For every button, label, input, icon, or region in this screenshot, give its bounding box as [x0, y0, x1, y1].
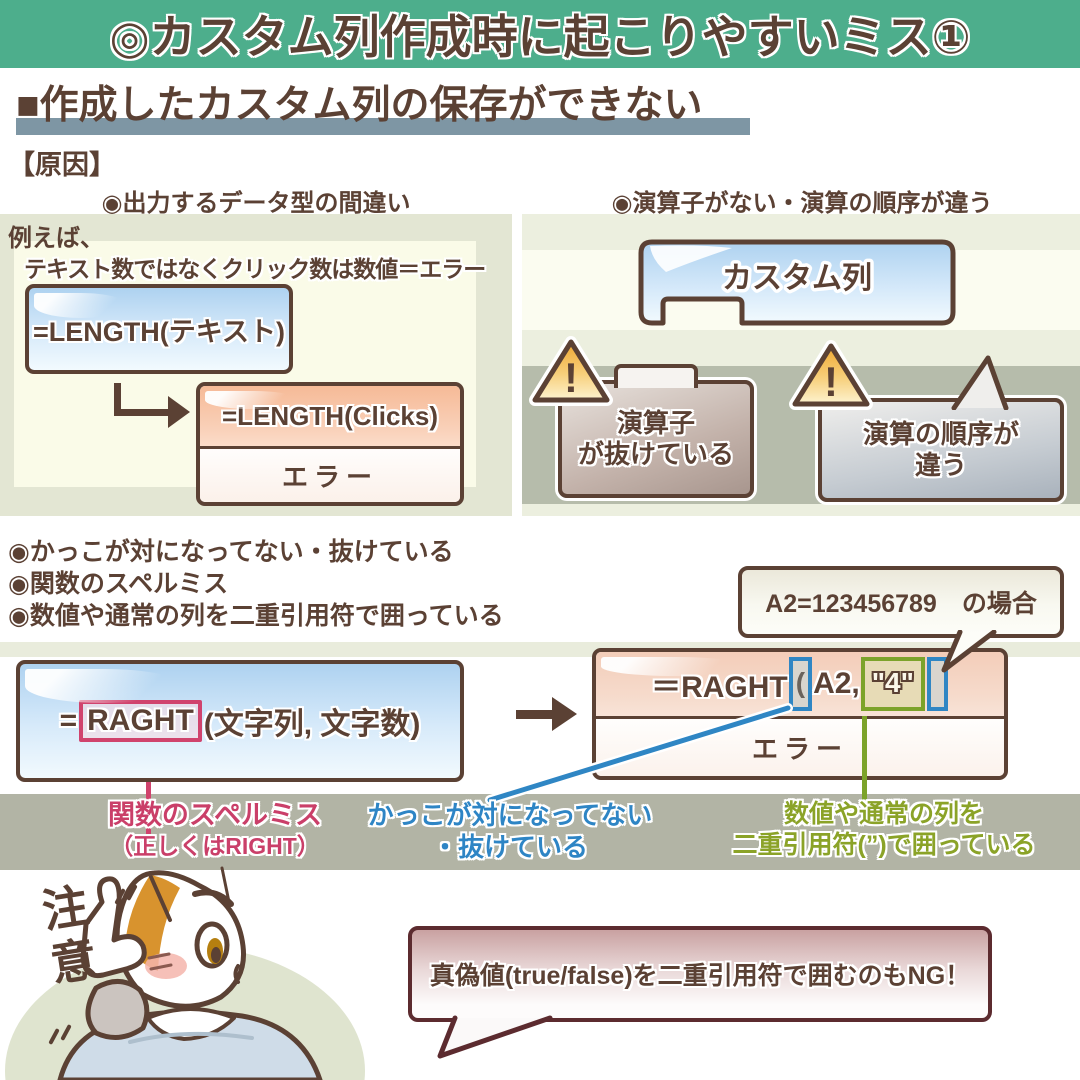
formula-args: (文字列, 文字数)	[203, 708, 421, 741]
label-paren: かっこが対になってない ・抜けている	[348, 799, 672, 863]
case-note-bubble: A2=123456789 の場合	[738, 566, 1064, 638]
footer-note-text: 真偽値(true/false)を二重引用符で囲むのもNG！	[429, 962, 971, 990]
bubble-order-line1: 演算の順序が	[862, 419, 1019, 449]
bubble-order-tail	[951, 355, 1009, 410]
formula-box-length: =LENGTH(テキスト)	[25, 284, 293, 374]
label-quotes: 数値や通常の列を 二重引用符(”)で囲っている	[688, 799, 1080, 861]
label-band	[0, 794, 1080, 870]
heading-underline	[16, 118, 750, 135]
custom-column-label: カスタム列	[722, 262, 872, 295]
mascot-illustration	[5, 866, 365, 1080]
error-label-section: エラー	[200, 449, 460, 502]
label-paren-line1: かっこが対になってない	[367, 800, 653, 830]
elbow-arrow-head	[168, 396, 190, 428]
bubble-missing-line1: 演算子	[616, 408, 695, 438]
exclamation-glyph: !	[564, 354, 578, 401]
box-shine	[650, 245, 732, 272]
arrow-right-head	[552, 697, 577, 731]
example-text: テキスト数ではなくクリック数は数値＝エラー	[24, 256, 486, 282]
formula-box-raght-source: =RAGHT(文字列, 文字数)	[16, 660, 464, 782]
raght-head: ＝RAGHT	[651, 671, 788, 704]
raght-error-formula-section: ＝RAGHT(A2,"4"	[596, 652, 1004, 719]
formula-box-raght-error: ＝RAGHT(A2,"4" エラー	[592, 648, 1008, 780]
label-spelling-line2: （正しくはRIGHT）	[110, 833, 320, 859]
unmatched-paren-highlight: (	[788, 657, 813, 711]
custom-column-outline	[638, 239, 956, 326]
cause-label: 【原因】	[8, 150, 116, 180]
raght-arg1: A2,	[813, 667, 860, 700]
custom-column-box: カスタム列	[638, 239, 956, 326]
label-paren-line2: ・抜けている	[431, 832, 588, 862]
warning-triangle-icon: !	[529, 336, 613, 406]
warning-triangle-icon: !	[789, 340, 873, 410]
page-title: ◎カスタム列作成時に起こりやすいミス①	[109, 11, 971, 63]
bubble-missing-line2: が抜けている	[577, 439, 734, 469]
bullet-item: ◉数値や通常の列を二重引用符で囲っている	[8, 602, 504, 630]
bubble-wrong-order: 演算の順序が 違う	[818, 398, 1064, 502]
error-box-length: =LENGTH(Clicks) エラー	[196, 382, 464, 506]
title-banner: ◎カスタム列作成時に起こりやすいミス①	[0, 0, 1080, 68]
bubble-order-line2: 違う	[914, 450, 967, 480]
pink-connector-line	[146, 782, 151, 834]
raght-error-label: エラー	[751, 734, 848, 764]
elbow-arrow-shaft	[114, 409, 170, 416]
footer-note-tail	[437, 1015, 553, 1059]
arrow-right-icon	[516, 710, 554, 719]
error-label: エラー	[281, 462, 378, 492]
exclamation-glyph: !	[824, 358, 838, 405]
elbow-arrow-icon	[114, 383, 121, 416]
case-note-text: A2=123456789 の場合	[765, 590, 1037, 618]
case-note-tail	[941, 630, 997, 673]
label-spelling: 関数のスペルミス （正しくはRIGHT）	[40, 799, 390, 861]
green-connector-line	[862, 716, 867, 808]
section-heading: ■作成したカスタム列の保存ができない	[16, 84, 703, 127]
blue-connector-line	[485, 703, 793, 805]
bullet-item: ◉かっこが対になってない・抜けている	[8, 538, 454, 566]
footer-note-bubble: 真偽値(true/false)を二重引用符で囲むのもNG！	[408, 926, 992, 1022]
label-quotes-line1: 数値や通常の列を	[783, 800, 984, 828]
col2-header: ◉演算子がない・演算の順序が違う	[611, 190, 993, 217]
formula-length-text: =LENGTH(テキスト)	[33, 316, 285, 347]
label-spelling-line1: 関数のスペルミス	[107, 800, 323, 830]
raght-spelling-highlight: RAGHT	[79, 700, 202, 742]
quoted-number-highlight: "4"	[860, 657, 925, 711]
bullet-item: ◉関数のスペルミス	[8, 570, 229, 598]
formula-eq: =	[59, 704, 78, 737]
bullet-list: ◉かっこが対になってない・抜けている ◉関数のスペルミス ◉数値や通常の列を二重…	[8, 536, 504, 632]
error-formula-section: =LENGTH(Clicks)	[200, 386, 460, 449]
label-quotes-line2: 二重引用符(”)で囲っている	[732, 831, 1036, 859]
example-label: 例えば、	[8, 225, 104, 252]
bubble-missing-operator-tab	[614, 364, 698, 388]
col1-header: ◉出力するデータ型の間違い	[101, 190, 411, 217]
error-formula-text: =LENGTH(Clicks)	[222, 400, 438, 431]
